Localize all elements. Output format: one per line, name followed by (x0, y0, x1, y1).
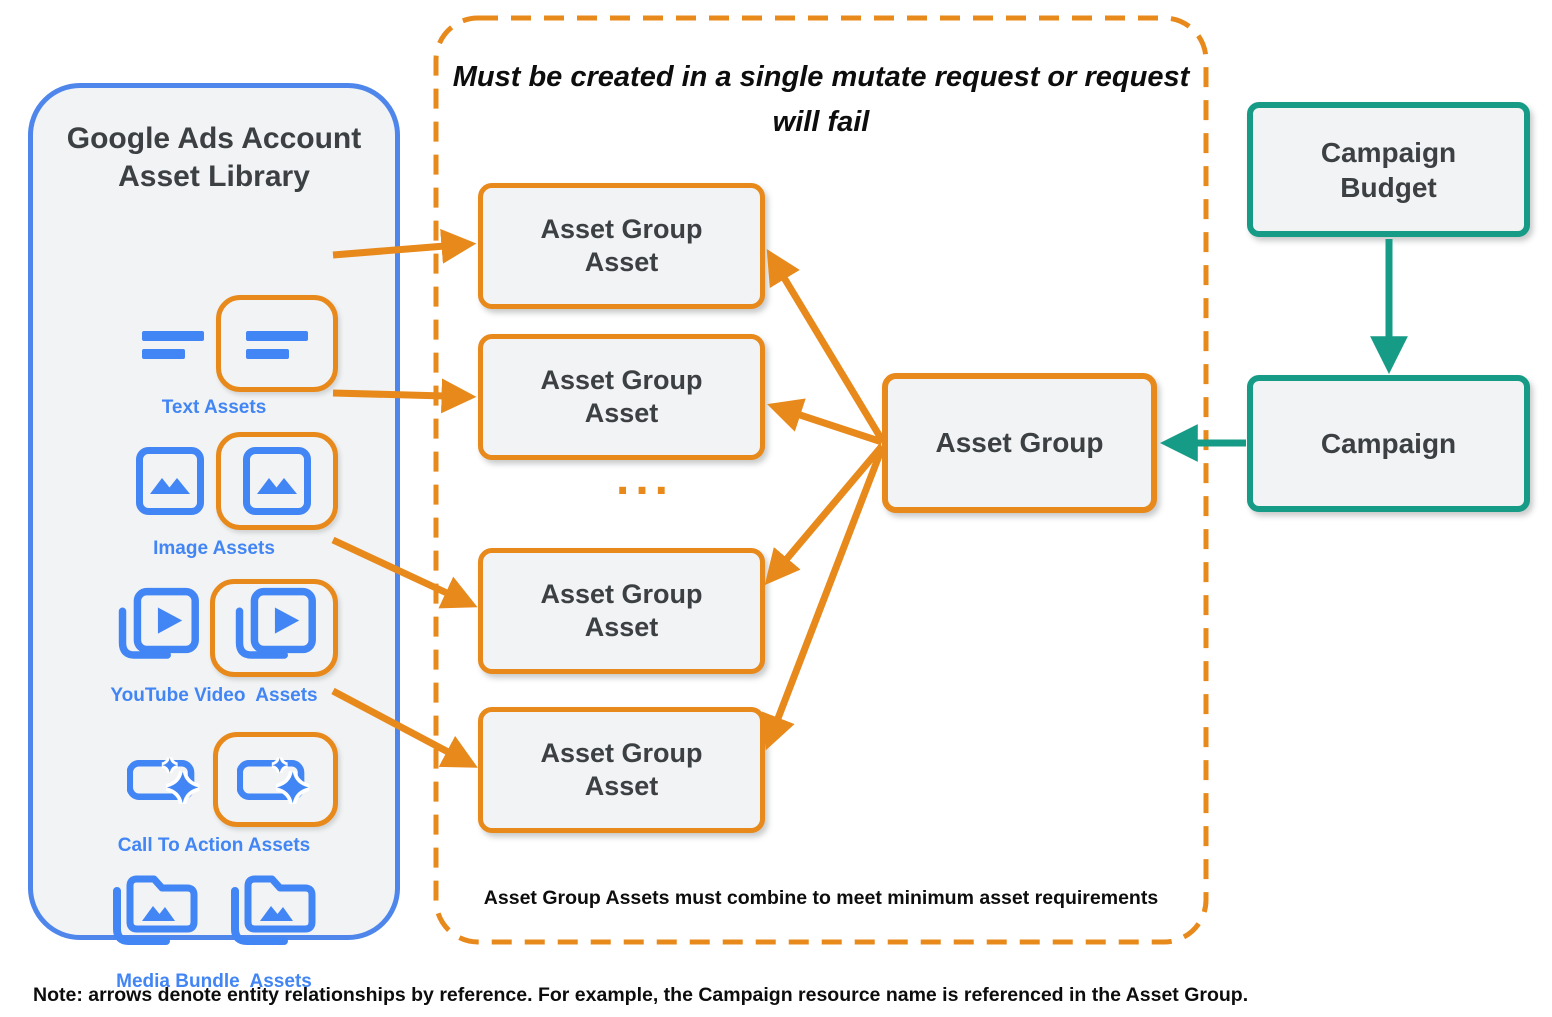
youtube-video-asset-highlight-frame (210, 579, 338, 677)
text-asset-highlight-frame (216, 295, 338, 392)
call-to-action-asset-icon (236, 754, 315, 806)
media-bundle-asset-icon (227, 871, 319, 953)
call-to-action-assets-label: Call To Action Assets (117, 835, 311, 856)
text-asset-icon (246, 324, 308, 364)
mutate-caption: Asset Group Assets must combine to meet … (483, 887, 1159, 909)
asset-group-box: Asset Group (882, 373, 1157, 513)
youtube-video-assets-label: YouTube Video Assets (110, 685, 318, 706)
image-asset-icon (136, 447, 204, 515)
asset-group-asset-box-1: Asset Group Asset (478, 183, 765, 309)
youtube-video-asset-icon (231, 587, 317, 669)
media-bundle-asset-icon (109, 871, 201, 953)
more-assets-ellipsis: ... (615, 452, 674, 505)
image-asset-icon (243, 447, 311, 515)
youtube-video-asset-icon (114, 587, 200, 669)
text-asset-icon (142, 324, 204, 364)
library-row-call-to-action-assets: Call To Action Assets (33, 732, 395, 857)
asset-group-asset-box-2: Asset Group Asset (478, 334, 765, 460)
asset-group-asset-box-3: Asset Group Asset (478, 548, 765, 674)
text-assets-label: Text Assets (161, 397, 267, 418)
campaign-budget-box: Campaign Budget (1247, 102, 1530, 237)
mutate-title: Must be created in a single mutate reque… (452, 61, 1190, 138)
library-row-text-assets: Text Assets (33, 295, 395, 419)
call-to-action-asset-highlight-frame (213, 732, 338, 827)
footnote: Note: arrows denote entity relationships… (33, 984, 1249, 1006)
campaign-box: Campaign (1247, 375, 1530, 512)
image-assets-label: Image Assets (153, 538, 275, 559)
library-row-youtube-assets: YouTube Video Assets (33, 579, 395, 707)
media-bundle-assets-label: Media Bundle Assets (116, 971, 312, 992)
image-asset-highlight-frame (216, 432, 338, 530)
library-row-media-bundle-assets: Media Bundle Assets (33, 871, 395, 993)
call-to-action-asset-icon (127, 754, 205, 806)
asset-library-title: Google Ads Account Asset Library (66, 122, 362, 193)
library-row-image-assets: Image Assets (33, 432, 395, 560)
asset-group-asset-box-4: Asset Group Asset (478, 707, 765, 833)
asset-library-panel: Google Ads Account Asset Library (28, 83, 400, 992)
